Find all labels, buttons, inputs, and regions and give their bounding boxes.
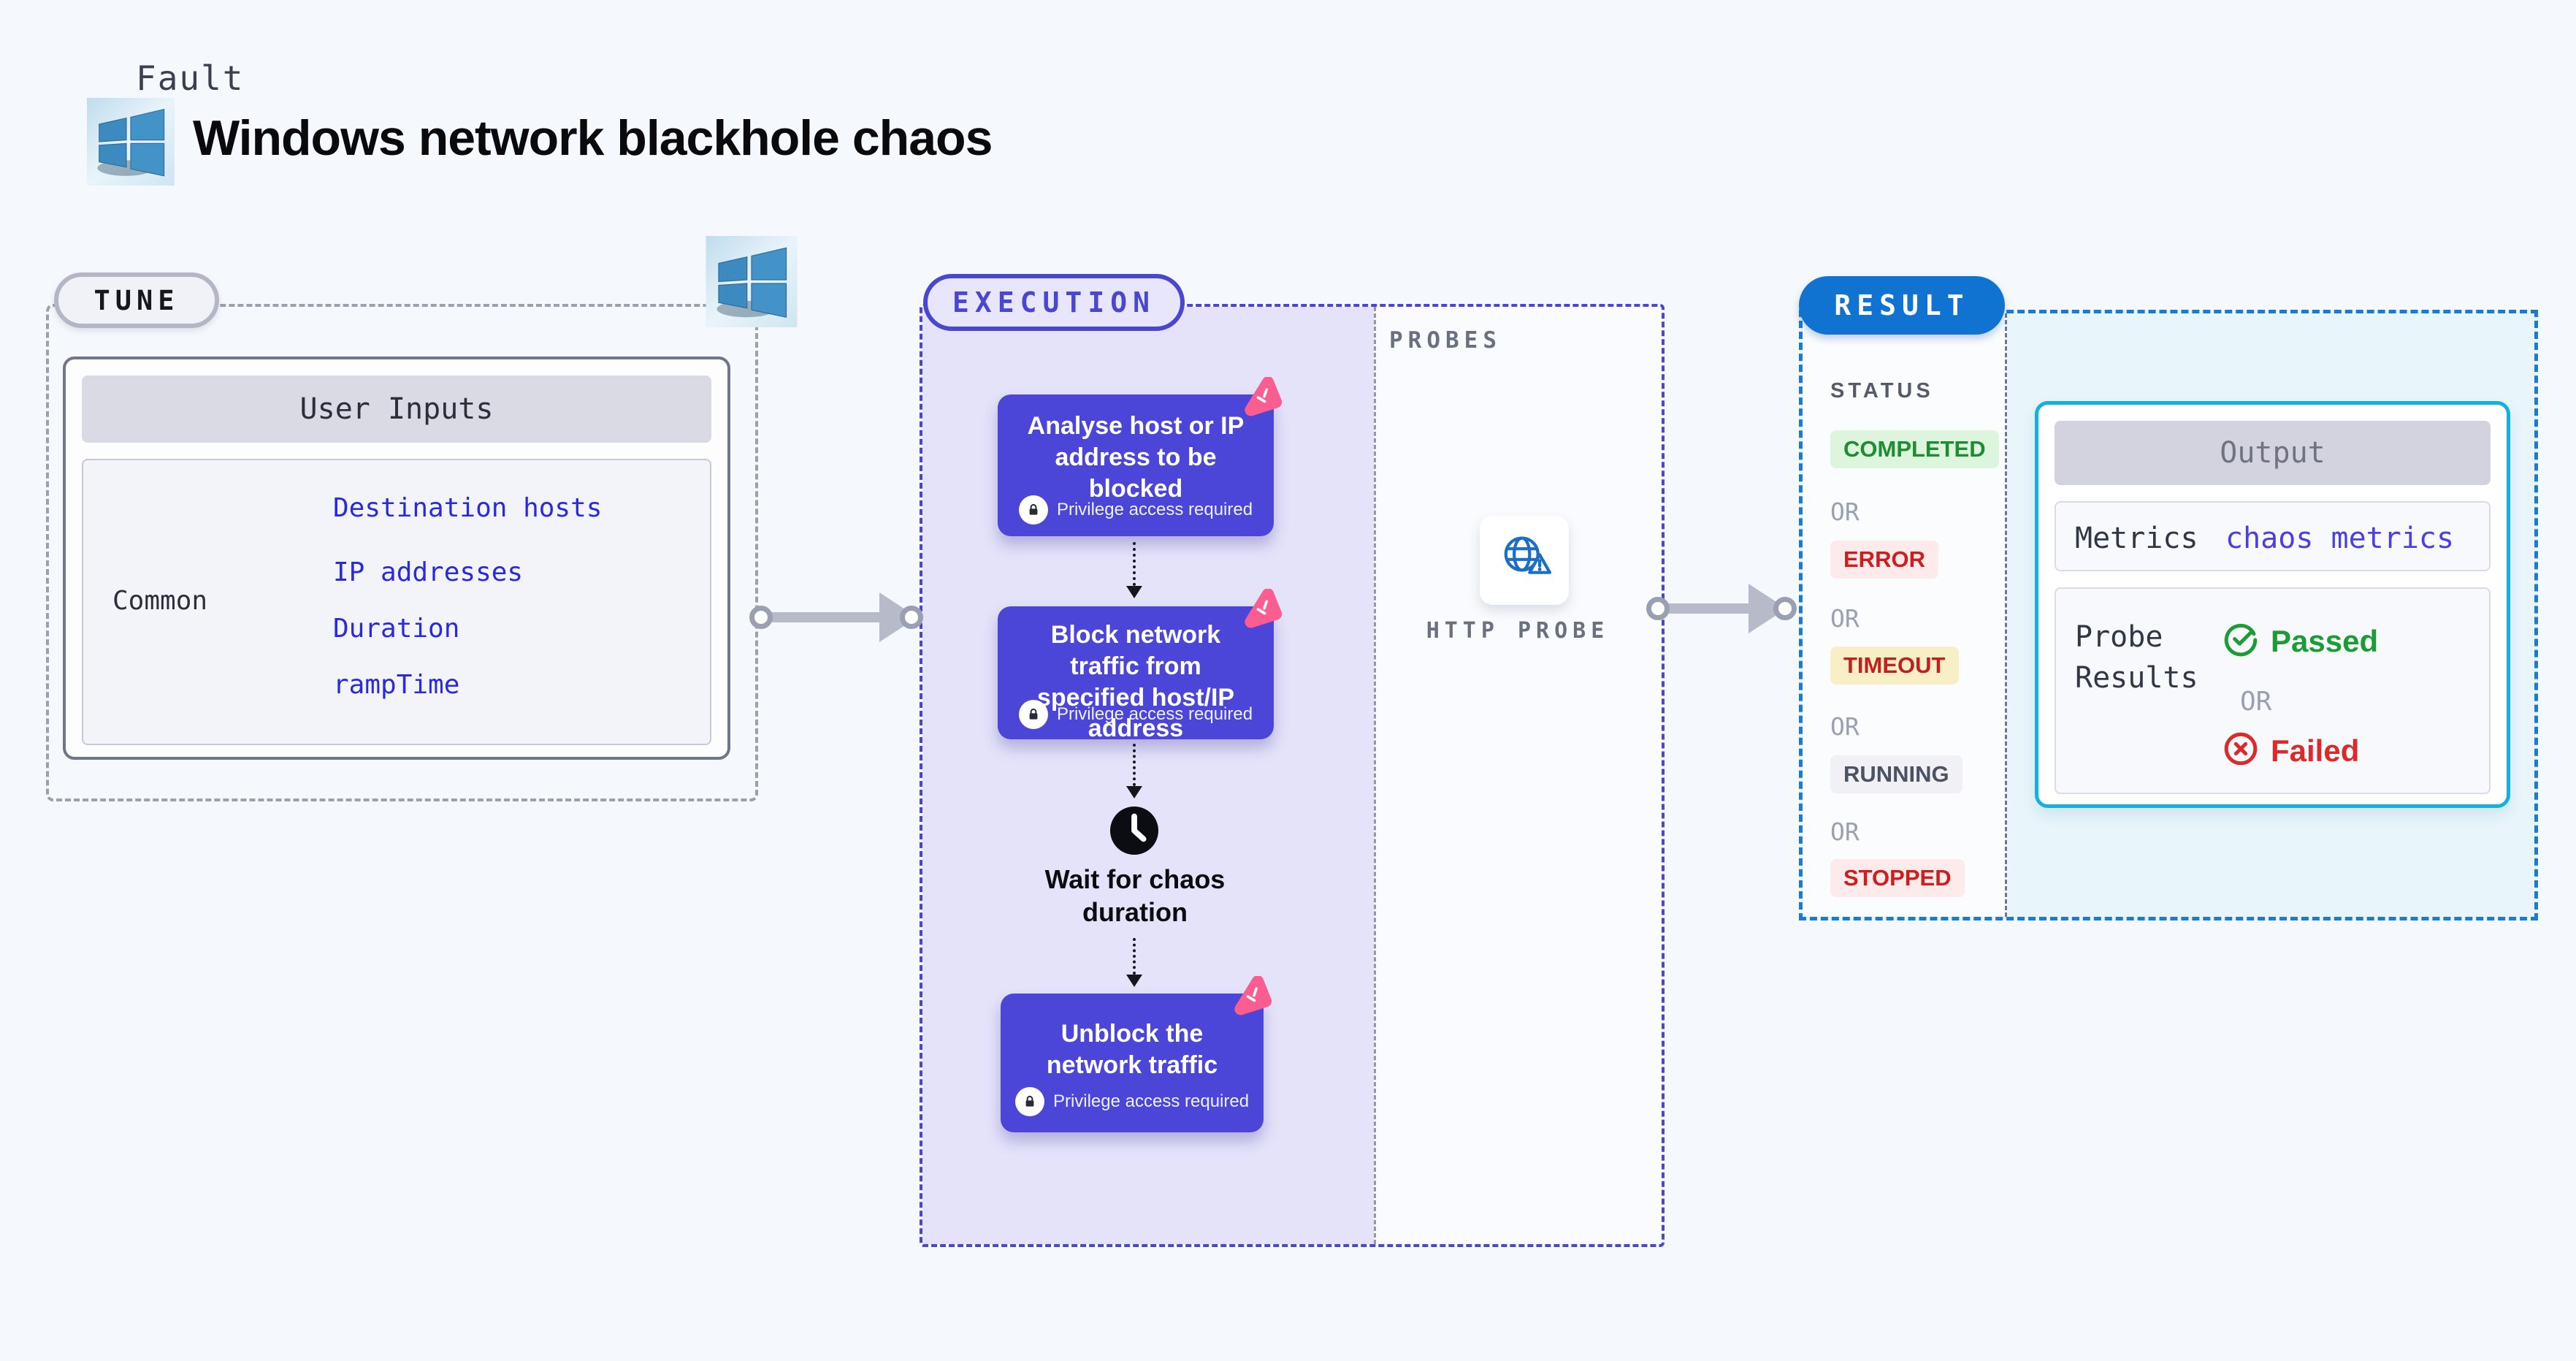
probe-results-label: Probe Results	[2075, 620, 2198, 695]
output-header: Output	[2055, 421, 2491, 485]
or-label: OR	[1830, 712, 1860, 741]
connector-dot	[1646, 597, 1670, 620]
lock-icon	[1014, 1087, 1044, 1116]
step-block-title: Block network traffic from specified hos…	[1036, 621, 1235, 743]
check-circle-icon	[2223, 621, 2259, 661]
http-probe-card	[1480, 516, 1569, 605]
flow-connector	[1133, 938, 1136, 975]
windows-logo-icon	[76, 98, 186, 186]
privilege-badge: Privilege access required	[998, 700, 1274, 729]
litmus-chaos-icon	[1240, 588, 1283, 631]
fault-eyebrow: Fault	[136, 58, 245, 98]
arrow-down-icon	[1126, 586, 1142, 598]
or-label: OR	[2240, 687, 2272, 717]
step-analyse: Analyse host or IP address to be blocked…	[998, 394, 1274, 536]
status-badge-stopped: STOPPED	[1830, 859, 1965, 897]
step-block: Block network traffic from specified hos…	[998, 606, 1274, 742]
link-duration[interactable]: Duration	[333, 614, 460, 644]
passed-label: Passed	[2271, 623, 2379, 658]
lock-icon	[1018, 495, 1048, 525]
litmus-chaos-icon	[1230, 975, 1272, 1018]
clock-icon	[1108, 804, 1161, 857]
metrics-row: Metrics chaos metrics	[2055, 501, 2491, 571]
status-badge-running: RUNNING	[1830, 755, 1962, 793]
privilege-label: Privilege access required	[1052, 1091, 1250, 1111]
connector-dot	[1773, 597, 1797, 620]
user-inputs-header: User Inputs	[82, 375, 711, 443]
connector-dot	[749, 606, 773, 629]
status-column: STATUS COMPLETED OR ERROR OR TIMEOUT OR …	[1803, 313, 2007, 917]
execution-probes-divider	[1374, 307, 1376, 1244]
failed-label: Failed	[2271, 733, 2360, 768]
metrics-link[interactable]: chaos metrics	[2225, 522, 2455, 555]
execution-label: EXECUTION	[923, 274, 1185, 331]
flow-connector	[1133, 542, 1136, 586]
passed-verdict: Passed	[2223, 621, 2378, 661]
windows-logo-icon	[696, 236, 807, 327]
lock-icon	[1018, 700, 1048, 729]
or-label: OR	[1830, 604, 1860, 633]
connector-dot	[900, 606, 923, 629]
wait-step-label: Wait for chaos duration	[1044, 864, 1226, 927]
globe-warning-icon	[1496, 530, 1553, 591]
tune-label: TUNE	[54, 272, 219, 328]
user-inputs-body: Common Destination hosts IP addresses Du…	[82, 459, 711, 745]
status-heading: STATUS	[1830, 379, 1934, 403]
x-circle-icon	[2223, 731, 2259, 771]
status-badge-timeout: TIMEOUT	[1830, 647, 1959, 685]
probe-results-row: Probe Results Passed OR F	[2055, 587, 2491, 794]
or-label: OR	[1830, 817, 1860, 846]
step-unblock: Unblock the network traffic Privilege ac…	[1001, 994, 1264, 1132]
metrics-label: Metrics	[2075, 522, 2198, 555]
user-inputs-table: User Inputs Common Destination hosts IP …	[63, 357, 730, 760]
arrow-down-icon	[1126, 975, 1142, 987]
step-unblock-title: Unblock the network traffic	[1046, 1020, 1218, 1079]
status-badge-completed: COMPLETED	[1830, 430, 1999, 468]
privilege-label: Privilege access required	[1056, 500, 1253, 519]
http-probe-label: HTTP PROBE	[1426, 618, 1610, 644]
status-badge-error: ERROR	[1830, 541, 1938, 579]
output-card: Output Metrics chaos metrics Probe Resul…	[2035, 401, 2510, 808]
link-destination-hosts[interactable]: Destination hosts	[333, 493, 603, 523]
privilege-badge: Privilege access required	[998, 495, 1274, 525]
common-row-label: Common	[112, 586, 208, 616]
probes-label: PROBES	[1389, 327, 1502, 354]
arrow-down-icon	[1126, 786, 1142, 798]
tune-section	[46, 304, 758, 801]
privilege-label: Privilege access required	[1056, 704, 1253, 724]
link-ip-addresses[interactable]: IP addresses	[333, 557, 524, 587]
flow-connector	[1133, 744, 1136, 786]
or-label: OR	[1830, 497, 1860, 526]
privilege-badge: Privilege access required	[1001, 1087, 1264, 1116]
result-label: RESULT	[1799, 276, 2005, 335]
page-title: Windows network blackhole chaos	[193, 110, 993, 166]
step-analyse-title: Analyse host or IP address to be blocked	[1027, 412, 1245, 503]
link-ramptime[interactable]: rampTime	[333, 670, 460, 700]
failed-verdict: Failed	[2223, 731, 2359, 771]
litmus-chaos-icon	[1240, 376, 1283, 419]
